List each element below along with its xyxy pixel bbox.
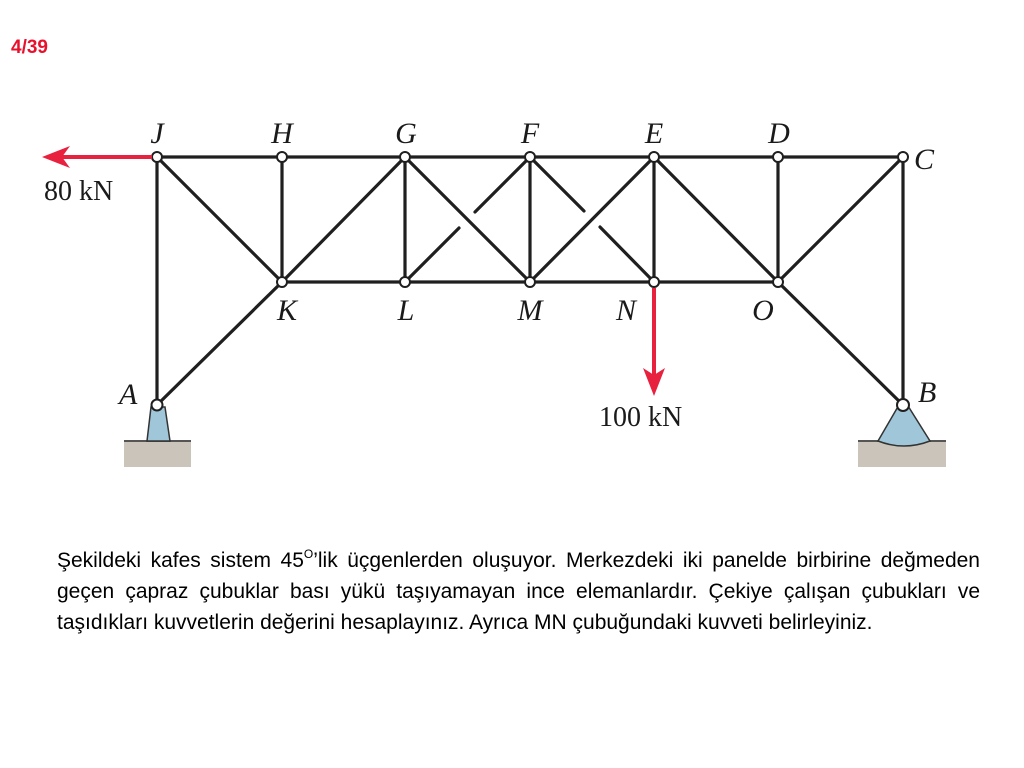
node-label-c: C [914,143,935,176]
node-label-j: J [150,117,165,150]
node-label-l: L [397,294,415,327]
node-label-a: A [117,378,138,411]
pin-support-b [876,396,932,447]
node-label-o: O [752,294,774,327]
node-label-h: H [270,117,295,150]
joint-e [648,151,660,163]
node-label-n: N [615,294,638,327]
problem-statement: Şekildeki kafes sistem 45O’lik üçgenlerd… [57,545,980,638]
member-fn-a [528,155,586,213]
degree-superscript: O [303,547,314,561]
joint-k [276,276,288,288]
joint-o [772,276,784,288]
joint-a [150,398,164,412]
load-label-100kn: 100 kN [599,402,682,433]
member-gk [280,155,407,284]
problem-text-part-2: ’lik üçgenlerden oluşuyor. Merkezdeki ik… [57,549,980,634]
node-label-m: M [517,294,545,327]
node-label-e: E [644,117,663,150]
member-co [776,155,905,284]
member-jk [155,155,284,284]
node-label-b: B [918,376,936,409]
joint-f [524,151,536,163]
joint-l [399,276,411,288]
node-label-d: D [767,117,790,150]
load-80kn-arrow [42,146,152,168]
member-ka [155,280,284,407]
node-label-g: G [395,117,417,150]
joint-m [524,276,536,288]
joint-j [151,151,163,163]
member-eo [652,155,780,284]
joint-n [648,276,660,288]
joint-g [399,151,411,163]
page-number: 4/39 [11,37,48,58]
node-label-k: K [276,294,299,327]
member-fl-a [473,155,532,214]
joint-d [772,151,784,163]
member-me [528,155,656,284]
joint-c [897,151,909,163]
joint-b [896,398,910,412]
problem-text-part-1: Şekildeki kafes sistem 45 [57,549,304,572]
member-fn-b [598,225,656,284]
truss-diagram: J H G F E D C K L M N O A B 80 kN 100 kN [42,117,946,467]
ground-a [124,441,191,467]
load-100kn-arrow [643,288,665,396]
member-ob [776,280,905,407]
truss-joints [150,151,910,412]
member-fl-b [403,226,461,284]
load-label-80kn: 80 kN [44,176,113,207]
joint-h [276,151,288,163]
pin-support-a [146,406,171,442]
node-label-f: F [520,117,540,150]
member-gm [403,155,532,284]
